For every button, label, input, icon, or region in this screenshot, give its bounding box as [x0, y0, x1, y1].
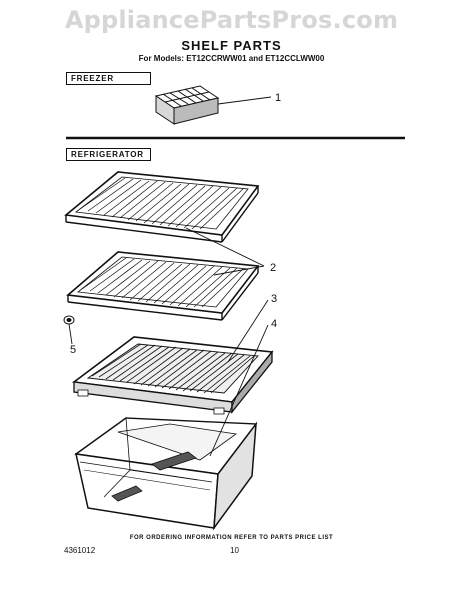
callout-4: 4 — [271, 318, 277, 330]
ordering-information-note: FOR ORDERING INFORMATION REFER TO PARTS … — [129, 535, 334, 541]
callout-3: 3 — [271, 293, 277, 305]
leader-lines — [68, 96, 272, 457]
watermark: AppliancePartsPros.com — [64, 6, 399, 34]
shelf-clip-part — [63, 315, 75, 325]
document-number: 4361012 — [64, 546, 96, 555]
callout-5: 5 — [70, 344, 76, 356]
freezer-section-label: FREEZER — [66, 72, 151, 85]
wire-shelf-lower-part — [66, 251, 260, 321]
page-number: 10 — [230, 546, 239, 555]
page-title: SHELF PARTS — [181, 38, 282, 53]
model-numbers: For Models: ET12CCRWW01 and ET12CCLWW00 — [138, 54, 325, 63]
refrigerator-section-label: REFRIGERATOR — [66, 148, 151, 161]
ice-tray-part — [154, 85, 220, 125]
wire-shelf-upper-part — [64, 171, 260, 243]
crisper-cover-part — [71, 336, 274, 415]
callout-2: 2 — [270, 262, 276, 274]
crisper-pan-part — [74, 417, 258, 531]
callout-1: 1 — [275, 92, 281, 104]
